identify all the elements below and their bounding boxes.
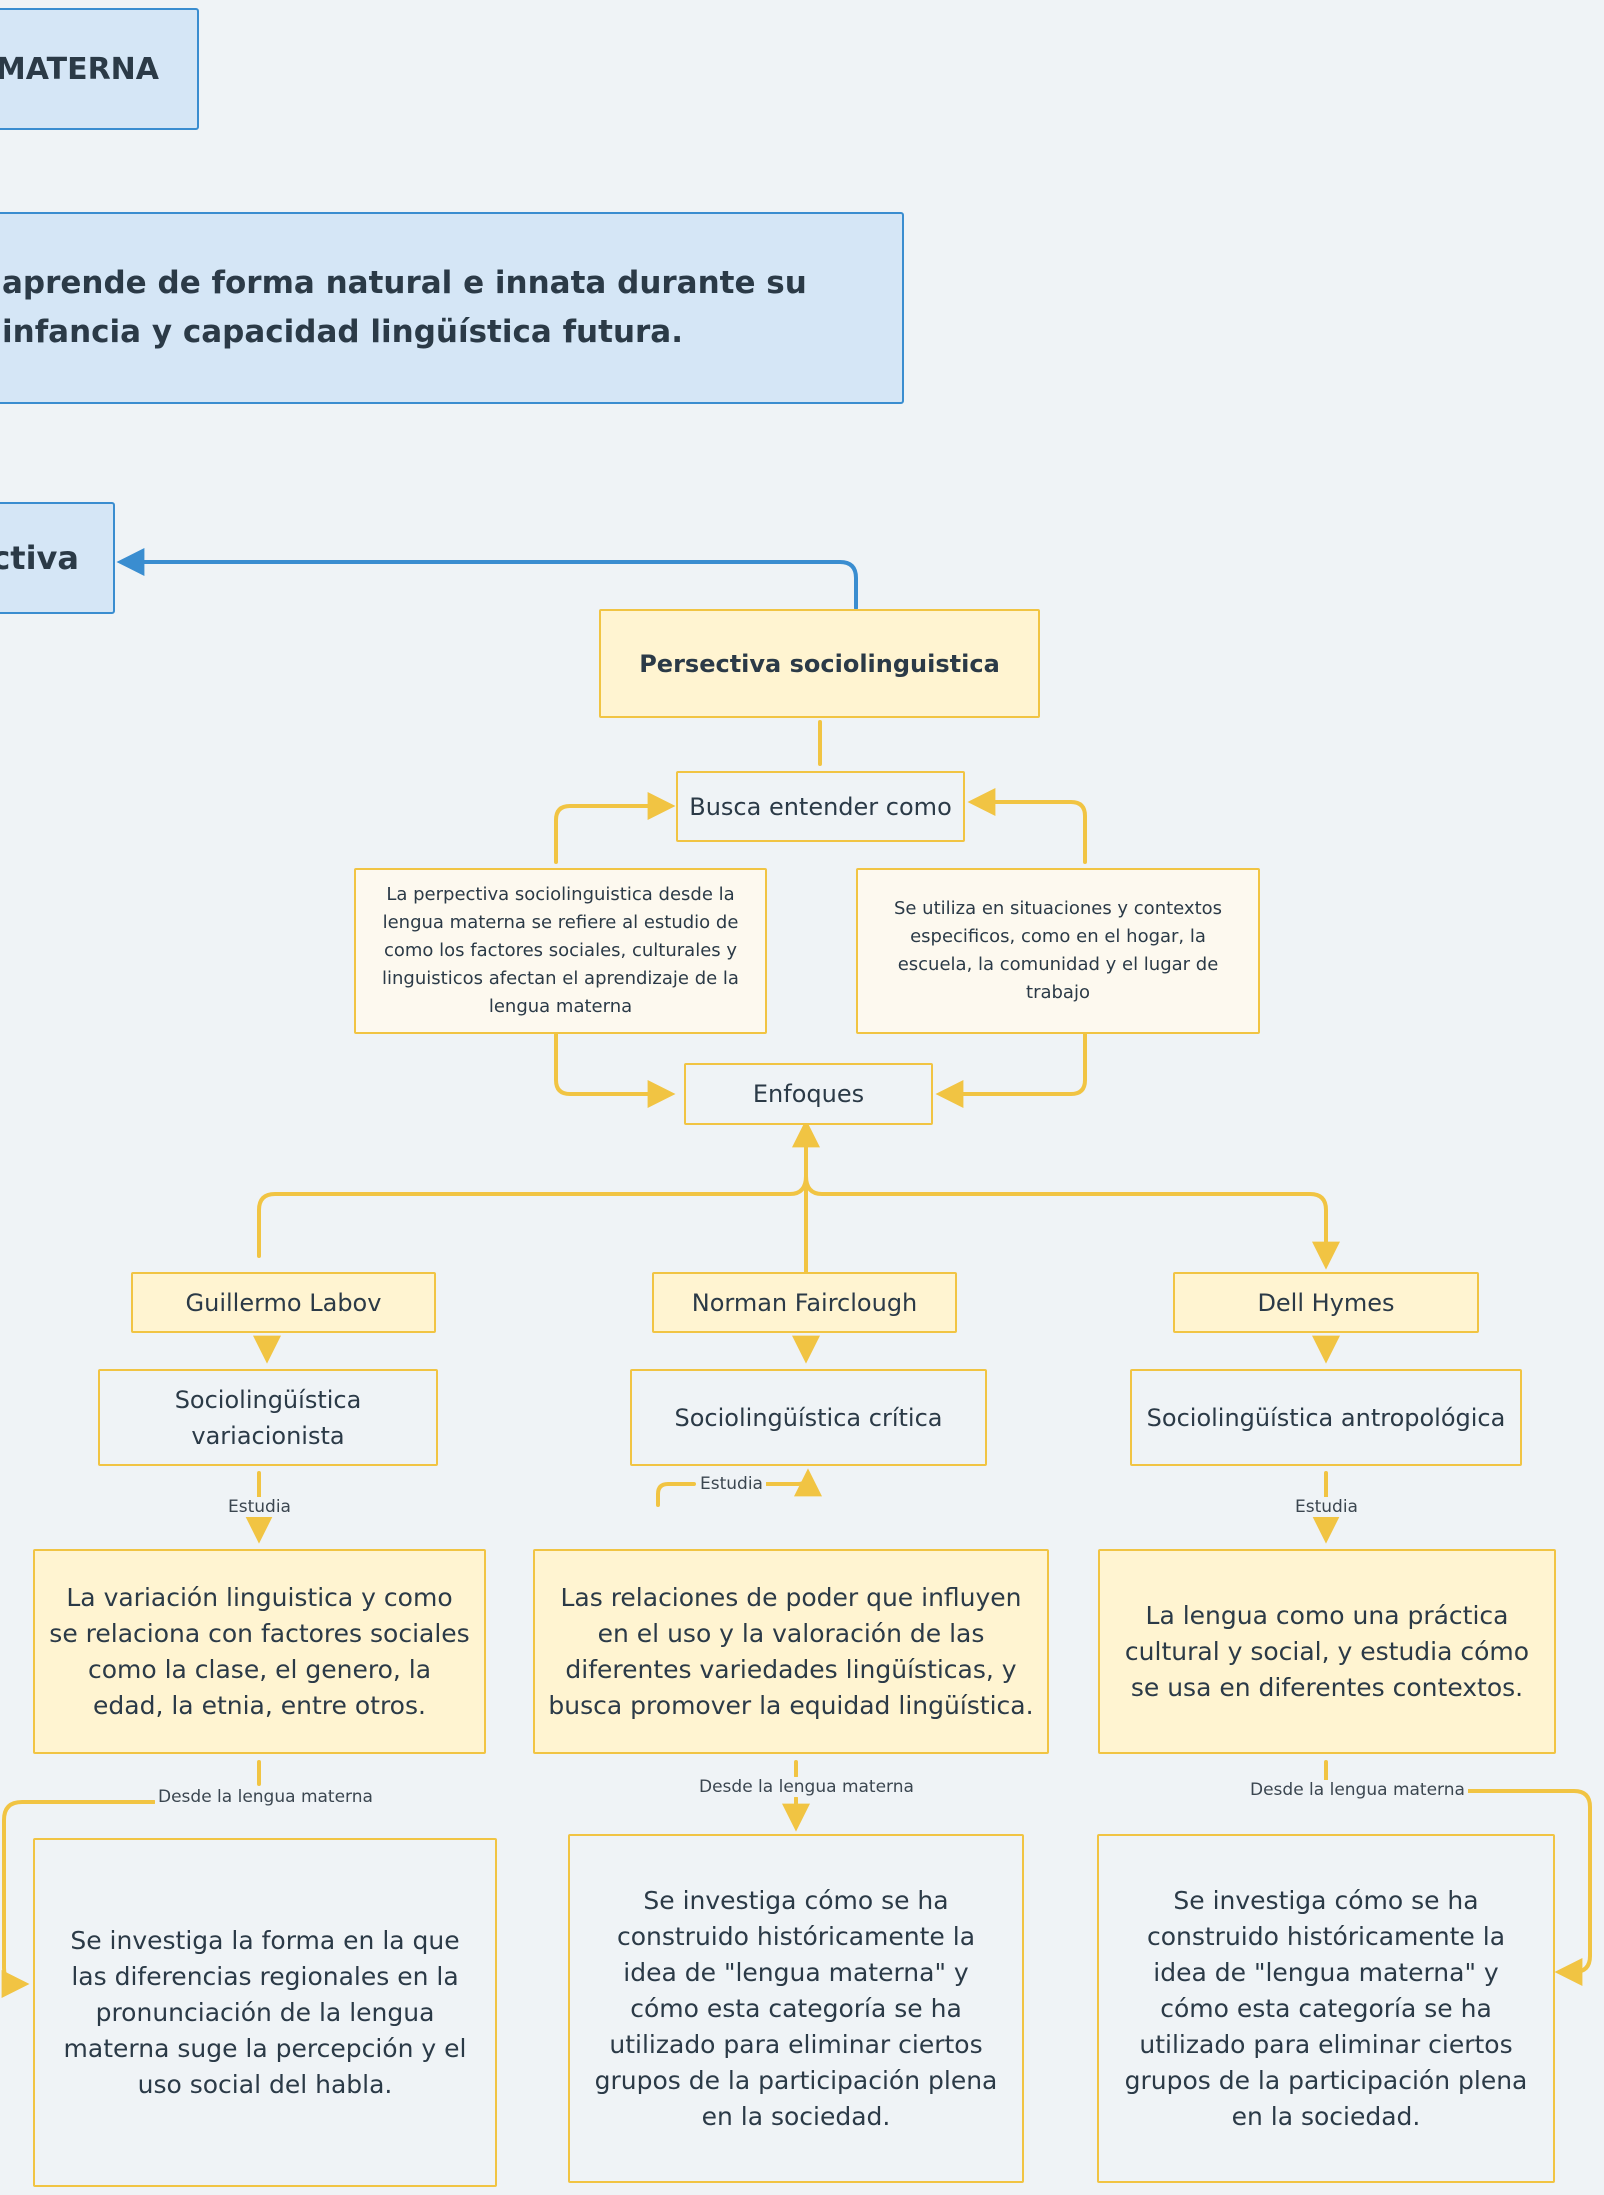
right-description-text: Se utiliza en situaciones y contextos es…	[893, 898, 1223, 1003]
study-text: La variación linguistica y como se relac…	[49, 1582, 470, 1720]
author-text: Norman Fairclough	[691, 1288, 918, 1317]
result-text: Se investiga cómo se ha construido histó…	[1124, 1885, 1528, 2131]
perspective-text: ectiva	[0, 539, 79, 577]
study-fairclough-node: Las relaciones de poder que influyen en …	[533, 1549, 1049, 1754]
main-node: Persectiva sociolinguistica	[599, 609, 1040, 718]
desde-label: Desde la lengua materna	[155, 1787, 376, 1807]
branch-critica-node: Sociolingüística crítica	[630, 1369, 987, 1466]
author-text: Guillermo Labov	[185, 1288, 382, 1317]
study-text: Las relaciones de poder que influyen en …	[548, 1582, 1034, 1720]
definition-box: aprende de forma natural e innata durant…	[0, 212, 904, 404]
result-text: Se investiga la forma en la que las dife…	[63, 1925, 467, 2099]
main-node-text: Persectiva sociolinguistica	[639, 649, 1000, 678]
estudia-label: Estudia	[225, 1497, 294, 1517]
estudia-label: Estudia	[697, 1474, 766, 1494]
author-labov-node: Guillermo Labov	[131, 1272, 436, 1333]
result-text: Se investiga cómo se ha construido histó…	[594, 1885, 998, 2131]
author-text: Dell Hymes	[1257, 1288, 1395, 1317]
branch-antropologica-node: Sociolingüística antropológica	[1130, 1369, 1522, 1466]
study-hymes-node: La lengua como una práctica cultural y s…	[1098, 1549, 1556, 1754]
branch-text: Sociolingüística variacionista	[174, 1385, 362, 1450]
branch-text: Sociolingüística crítica	[674, 1403, 943, 1432]
busca-node: Busca entender como	[676, 771, 965, 842]
definition-text: aprende de forma natural e innata durant…	[2, 265, 807, 350]
enfoques-text: Enfoques	[752, 1080, 865, 1108]
desde-label: Desde la lengua materna	[696, 1777, 917, 1797]
branch-text: Sociolingüística antropológica	[1146, 1403, 1506, 1432]
title-box: MATERNA	[0, 8, 199, 130]
left-description-text: La perpectiva sociolinguistica desde la …	[382, 884, 739, 1017]
result-labov-node: Se investiga la forma en la que las dife…	[33, 1838, 497, 2187]
title-text: MATERNA	[0, 51, 159, 87]
author-hymes-node: Dell Hymes	[1173, 1272, 1479, 1333]
result-hymes-node: Se investiga cómo se ha construido histó…	[1097, 1834, 1555, 2183]
study-labov-node: La variación linguistica y como se relac…	[33, 1549, 486, 1754]
left-description-node: La perpectiva sociolinguistica desde la …	[354, 868, 767, 1034]
study-text: La lengua como una práctica cultural y s…	[1124, 1600, 1530, 1702]
desde-label: Desde la lengua materna	[1247, 1780, 1468, 1800]
author-fairclough-node: Norman Fairclough	[652, 1272, 957, 1333]
right-description-node: Se utiliza en situaciones y contextos es…	[856, 868, 1260, 1034]
result-fairclough-node: Se investiga cómo se ha construido histó…	[568, 1834, 1024, 2183]
busca-text: Busca entender como	[689, 792, 952, 821]
estudia-label: Estudia	[1292, 1497, 1361, 1517]
enfoques-node: Enfoques	[684, 1063, 933, 1125]
branch-variacionista-node: Sociolingüística variacionista	[98, 1369, 438, 1466]
perspective-box: ectiva	[0, 502, 115, 614]
